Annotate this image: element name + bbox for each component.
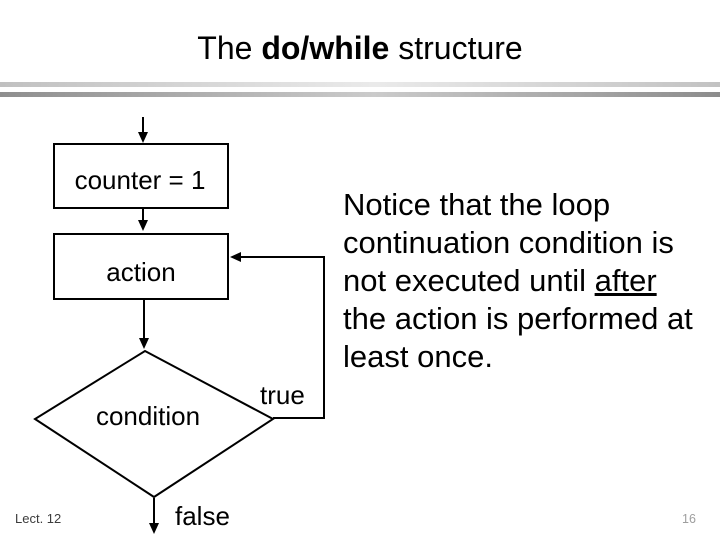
action-box: [53, 233, 229, 300]
title-suffix: structure: [389, 30, 523, 66]
note-after-underlined: after: [594, 263, 657, 298]
page-title: The do/while structure: [0, 30, 720, 67]
note-line: continuation condition is: [343, 225, 674, 260]
action-to-condition-arrowhead-icon: [139, 338, 149, 349]
title-prefix: The: [197, 30, 262, 66]
loop-back-arrowhead-icon: [230, 252, 241, 262]
false-branch-label: false: [175, 501, 230, 531]
counter-to-action-arrowhead-icon: [138, 220, 148, 231]
note-line: least once.: [343, 339, 493, 374]
note-line3-prefix: not executed until: [343, 263, 595, 298]
counter-box-label: counter = 1: [75, 165, 206, 195]
page-number: 16: [682, 512, 696, 526]
action-box-label: action: [106, 257, 175, 287]
lecture-label: Lect. 12: [15, 511, 62, 526]
note-text-block: Notice that the loop continuation condit…: [343, 186, 715, 376]
condition-diamond: [33, 349, 275, 499]
counter-box: [53, 143, 229, 209]
note-line: the action is performed at: [343, 301, 693, 336]
note-line: not executed until after: [343, 262, 715, 300]
true-branch-label: true: [260, 380, 305, 410]
loop-back-line: [240, 256, 325, 419]
entry-arrowhead-icon: [138, 132, 148, 143]
note-line: Notice that the loop: [343, 187, 611, 222]
condition-diamond-label: condition: [96, 401, 200, 431]
divider-line-bottom: [0, 92, 720, 97]
false-branch-arrowhead-icon: [149, 523, 159, 534]
title-bold-keyword: do/while: [261, 30, 390, 66]
divider-line-top: [0, 82, 720, 87]
